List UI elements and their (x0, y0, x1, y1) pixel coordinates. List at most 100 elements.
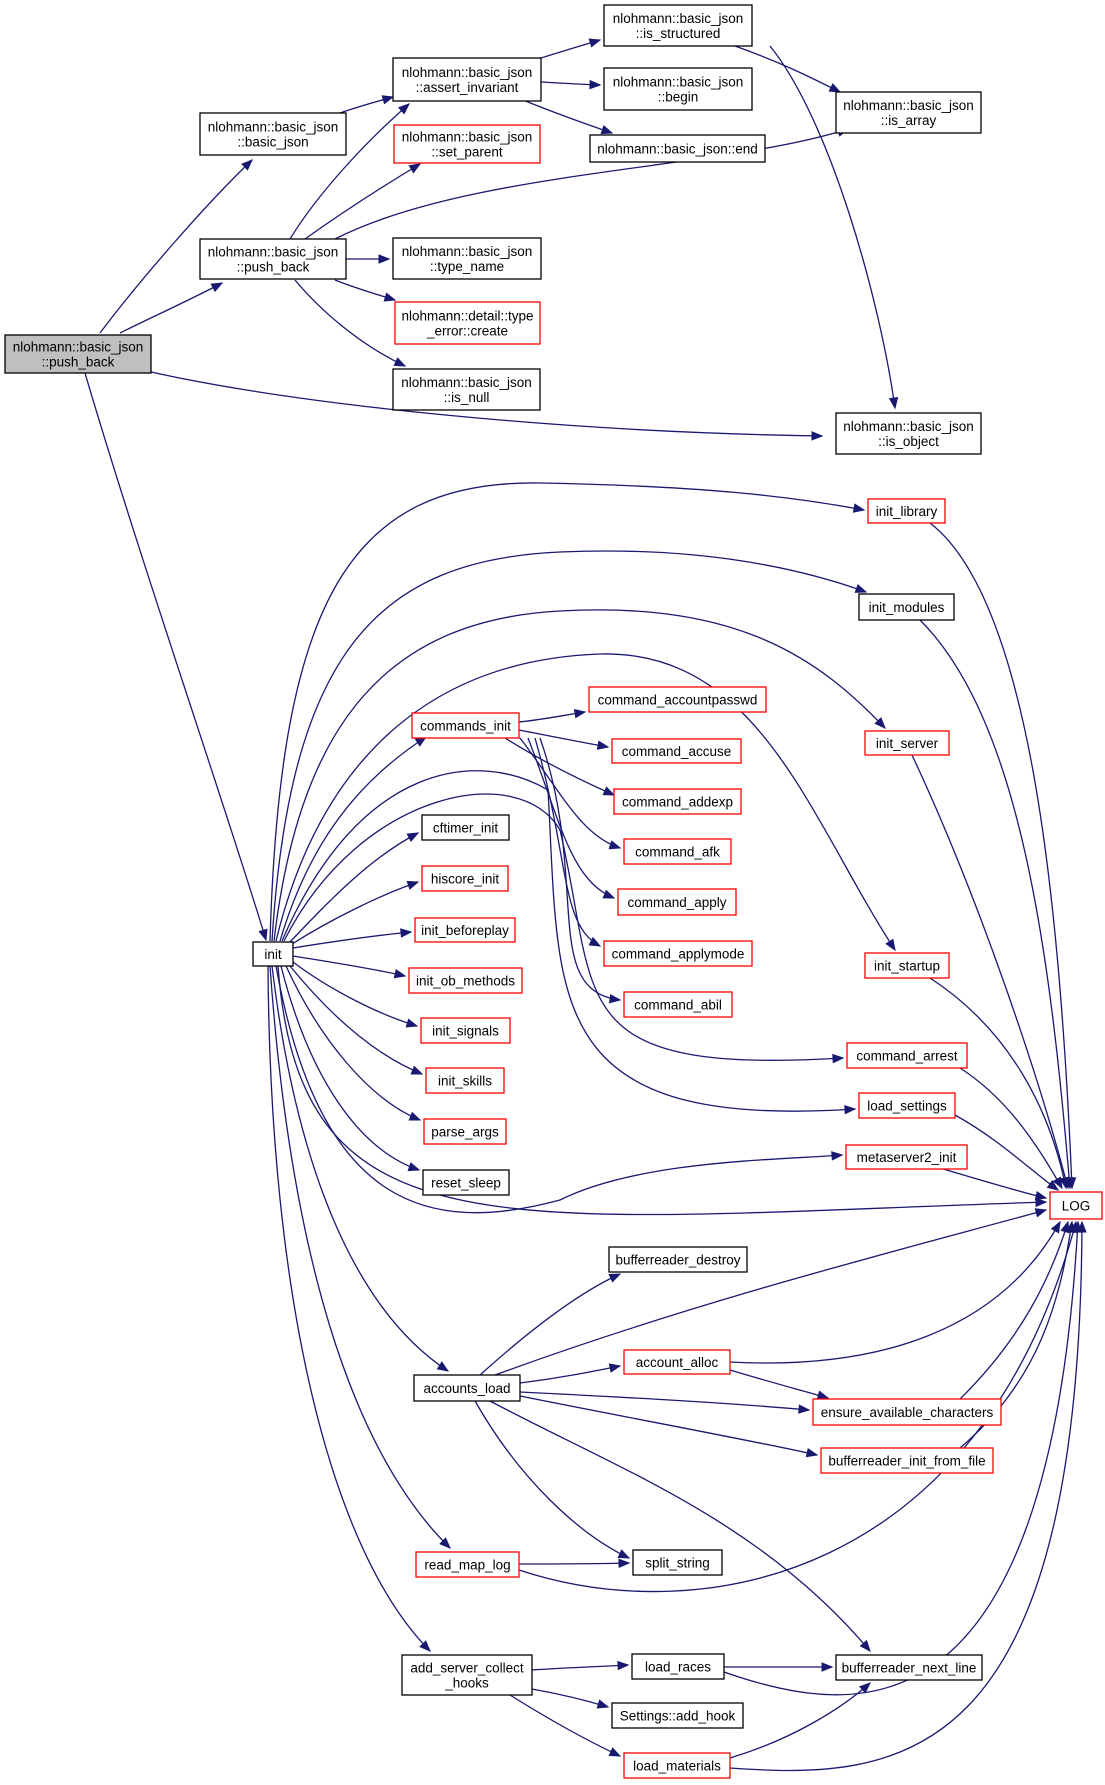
node-LOG[interactable]: LOG (1049, 1191, 1103, 1220)
call-edge-basic_json-to-assert_invariant (339, 95, 395, 114)
node-type-name[interactable]: nlohmann::basic_json::type_name (392, 237, 542, 280)
call-edge-line (509, 1694, 621, 1757)
node-label: init_server (876, 736, 939, 751)
node-account-alloc[interactable]: account_alloc (623, 1349, 731, 1375)
node-end[interactable]: nlohmann::basic_json::end (589, 134, 766, 163)
node-read-map-log[interactable]: read_map_log (415, 1551, 520, 1578)
node-reset-sleep[interactable]: reset_sleep (422, 1169, 510, 1196)
node-is-null[interactable]: nlohmann::basic_json::is_null (392, 368, 541, 411)
arrow-head-icon (393, 969, 407, 979)
call-edge-assert_invariant-to-begin (540, 79, 602, 90)
node-command-accountpasswd[interactable]: command_accountpasswd (588, 686, 767, 713)
call-edge-line (729, 1221, 1061, 1364)
node-label: command_afk (635, 845, 720, 860)
node-init-startup[interactable]: init_startup (864, 952, 950, 979)
arrow-head-icon (859, 1682, 872, 1694)
call-edge-push_back-to-type_error_create (334, 279, 397, 302)
call-edge-push_back_root-to-init (84, 372, 268, 942)
node-box (864, 952, 950, 979)
arrow-head-icon (832, 1053, 845, 1064)
node-is-structured[interactable]: nlohmann::basic_json::is_structured (603, 4, 753, 47)
call-edge-init-to-init_library (269, 482, 866, 942)
node-box (864, 730, 950, 756)
node-label: command_accuse (622, 744, 732, 759)
node-command-apply[interactable]: command_apply (617, 888, 737, 916)
node-init-library[interactable]: init_library (867, 498, 946, 524)
node-label: nlohmann::basic_json (843, 98, 974, 113)
node-hiscore-init[interactable]: hiscore_init (421, 865, 509, 892)
call-edge-metaserver2_init-to-LOG (939, 1167, 1048, 1201)
call-edge-line (269, 482, 865, 942)
node-type-error-create[interactable]: nlohmann::detail::type_error::create (394, 301, 541, 345)
arrow-head-icon (393, 357, 407, 367)
arrow-head-icon (588, 936, 602, 947)
node-label: init_signals (432, 1024, 499, 1039)
node-box (421, 814, 510, 841)
node-load-races[interactable]: load_races (631, 1653, 725, 1680)
call-edge-init-to-parse_args (285, 965, 422, 1121)
node-assert-invariant[interactable]: nlohmann::basic_json::assert_invariant (392, 57, 542, 102)
call-edge-line (277, 965, 1047, 1216)
call-edge-commands_init-to-command_apply (527, 737, 616, 899)
node-label: _error::create (426, 324, 508, 339)
node-is-object[interactable]: nlohmann::basic_json::is_object (835, 412, 982, 455)
call-edge-line (273, 609, 886, 942)
arrow-head-icon (831, 1151, 844, 1161)
node-box (252, 941, 294, 967)
node-load-materials[interactable]: load_materials (623, 1752, 731, 1779)
node-begin[interactable]: nlohmann::basic_json::begin (603, 67, 753, 111)
node-push-back-root[interactable]: nlohmann::basic_json::push_back (4, 334, 152, 374)
call-edge-account_alloc-to-LOG (729, 1220, 1061, 1364)
node-load-settings[interactable]: load_settings (858, 1092, 956, 1119)
node-cftimer-init[interactable]: cftimer_init (421, 814, 510, 841)
node-label: command_apply (627, 895, 726, 910)
call-edge-commands_init-to-command_abil (539, 737, 622, 1004)
call-edge-init_library-to-LOG (929, 522, 1077, 1190)
node-label: ::type_name (430, 259, 504, 274)
node-commands-init[interactable]: commands_init (411, 712, 520, 739)
node-is-array[interactable]: nlohmann::basic_json::is_array (835, 91, 982, 134)
node-command-applymode[interactable]: command_applymode (603, 940, 753, 967)
node-metaserver2-init[interactable]: metaserver2_init (845, 1144, 968, 1170)
node-push-back[interactable]: nlohmann::basic_json::push_back (199, 238, 347, 280)
node-command-arrest[interactable]: command_arrest (846, 1042, 968, 1069)
node-command-accuse[interactable]: command_accuse (611, 738, 742, 764)
node-settings-add-hook[interactable]: Settings::add_hook (611, 1702, 744, 1729)
call-edge-line (531, 1664, 629, 1671)
node-label: commands_init (420, 719, 511, 734)
call-edge-is_structured-to-is_array (734, 45, 842, 93)
arrow-head-icon (589, 79, 602, 90)
node-init-server[interactable]: init_server (864, 730, 950, 756)
node-command-addexp[interactable]: command_addexp (613, 788, 742, 815)
node-init-beforeplay[interactable]: init_beforeplay (414, 917, 516, 943)
node-add-server-collect-hooks[interactable]: add_server_collect_hooks (401, 1654, 533, 1696)
node-init-skills[interactable]: init_skills (425, 1067, 505, 1094)
node-parse-args[interactable]: parse_args (423, 1118, 507, 1145)
node-box (392, 57, 542, 102)
call-edge-line (294, 279, 406, 367)
call-edge-line (304, 163, 421, 240)
arrow-head-icon (608, 1363, 622, 1373)
node-init-modules[interactable]: init_modules (858, 593, 955, 621)
node-bufferreader-init-from-file[interactable]: bufferreader_init_from_file (820, 1447, 994, 1474)
node-ensure-available-characters[interactable]: ensure_available_characters (812, 1398, 1002, 1426)
node-init[interactable]: init (252, 941, 294, 967)
node-label: ::is_null (444, 390, 490, 405)
node-split-string[interactable]: split_string (632, 1549, 723, 1576)
node-command-afk[interactable]: command_afk (623, 838, 732, 865)
arrow-head-icon (888, 396, 899, 410)
call-edge-read_map_log-to-split_string (518, 1558, 631, 1569)
node-set-parent[interactable]: nlohmann::basic_json::set_parent (393, 124, 541, 164)
node-command-abil[interactable]: command_abil (623, 991, 733, 1018)
node-init-ob-methods[interactable]: init_ob_methods (408, 967, 523, 994)
node-basic-json[interactable]: nlohmann::basic_json::basic_json (199, 112, 347, 156)
node-accounts-load[interactable]: accounts_load (413, 1374, 521, 1402)
arrow-head-icon (406, 832, 420, 843)
node-label: split_string (645, 1556, 710, 1571)
node-bufferreader-next-line[interactable]: bufferreader_next_line (835, 1654, 983, 1681)
node-bufferreader-destroy[interactable]: bufferreader_destroy (608, 1246, 748, 1273)
node-init-signals[interactable]: init_signals (420, 1017, 511, 1044)
node-label: nlohmann::basic_json (613, 75, 744, 90)
node-box (411, 712, 520, 739)
call-edge-init-to-cftimer_init (289, 832, 420, 943)
